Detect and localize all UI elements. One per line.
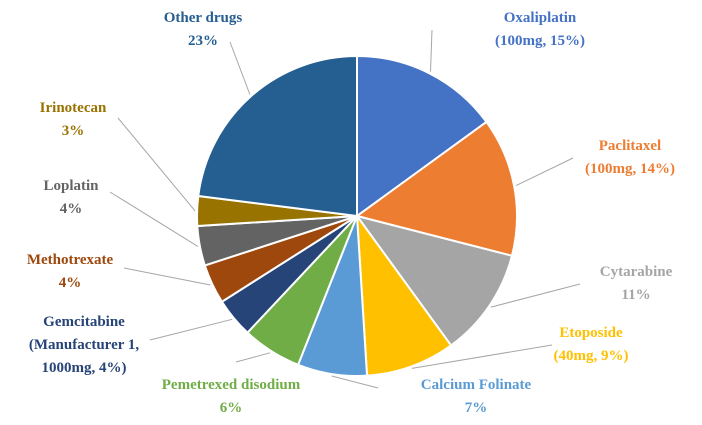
slice-label: Irinotecan 3% xyxy=(40,100,107,139)
slice-label-line: Pemetrexed disodium xyxy=(162,377,301,393)
leader-line xyxy=(490,283,581,308)
slice-label-line: 1000mg, 4%) xyxy=(42,360,127,376)
leader-line xyxy=(331,375,379,389)
slice-label: Other drugs 23% xyxy=(164,10,243,49)
slice-label-line: (100mg, 14%) xyxy=(585,161,675,177)
leader-line xyxy=(235,352,271,363)
slice-label: Loplatin 4% xyxy=(43,178,99,217)
slice-label-line: Etoposide xyxy=(559,325,623,341)
slice-label-line: 23% xyxy=(188,33,218,49)
slice-label: Gemcitabine (Manufacturer 1, 1000mg, 4%) xyxy=(29,314,140,376)
slice-label-line: 6% xyxy=(220,400,243,416)
leader-line xyxy=(411,344,553,369)
leader-lines xyxy=(109,29,581,389)
slice-label: Etoposide (40mg, 9%) xyxy=(554,325,629,364)
slice-label-line: 3% xyxy=(62,123,85,139)
slice-label: Oxaliplatin (100mg, 15%) xyxy=(495,10,585,49)
slice-label-line: Loplatin xyxy=(43,178,99,194)
slice-label-line: (40mg, 9%) xyxy=(554,348,629,364)
slice-label-line: (Manufacturer 1, xyxy=(29,337,140,353)
leader-line xyxy=(117,117,196,212)
leader-line xyxy=(430,29,433,72)
pie-slice xyxy=(355,212,453,377)
slice-label: Paclitaxel (100mg, 14%) xyxy=(585,138,675,177)
slice-label-line: Other drugs xyxy=(164,10,243,26)
slice-label-line: 4% xyxy=(60,201,83,217)
slice-label: Pemetrexed disodium 6% xyxy=(162,377,301,416)
slice-label-line: 11% xyxy=(621,287,650,303)
pie-slice xyxy=(354,120,518,258)
slice-label-line: Methotrexate xyxy=(27,252,114,268)
slice-label-line: Gemcitabine xyxy=(43,314,125,330)
leader-line xyxy=(109,191,199,247)
pie-slice xyxy=(197,54,358,218)
slice-label-line: Cytarabine xyxy=(600,264,673,280)
leader-line xyxy=(123,267,211,286)
leader-line xyxy=(229,41,251,95)
slice-label-line: Paclitaxel xyxy=(599,138,661,154)
slice-label-line: Calcium Folinate xyxy=(421,377,532,393)
slice-label: Calcium Folinate 7% xyxy=(421,377,532,416)
slice-label-line: Irinotecan xyxy=(40,100,107,116)
pie-slices xyxy=(196,54,518,377)
pie-slice xyxy=(354,214,514,347)
leader-line xyxy=(149,318,233,341)
slice-label-line: 7% xyxy=(465,400,488,416)
pie-slice xyxy=(356,54,488,218)
data-labels: Oxaliplatin (100mg, 15%) Paclitaxel (100mg,… xyxy=(27,10,675,416)
leader-line xyxy=(515,157,574,187)
slice-label-line: Oxaliplatin xyxy=(504,10,577,26)
slice-label-line: 4% xyxy=(59,275,82,291)
slice-label: Cytarabine 11% xyxy=(600,264,673,303)
slice-label: Methotrexate 4% xyxy=(27,252,114,291)
slice-label-line: (100mg, 15%) xyxy=(495,33,585,49)
